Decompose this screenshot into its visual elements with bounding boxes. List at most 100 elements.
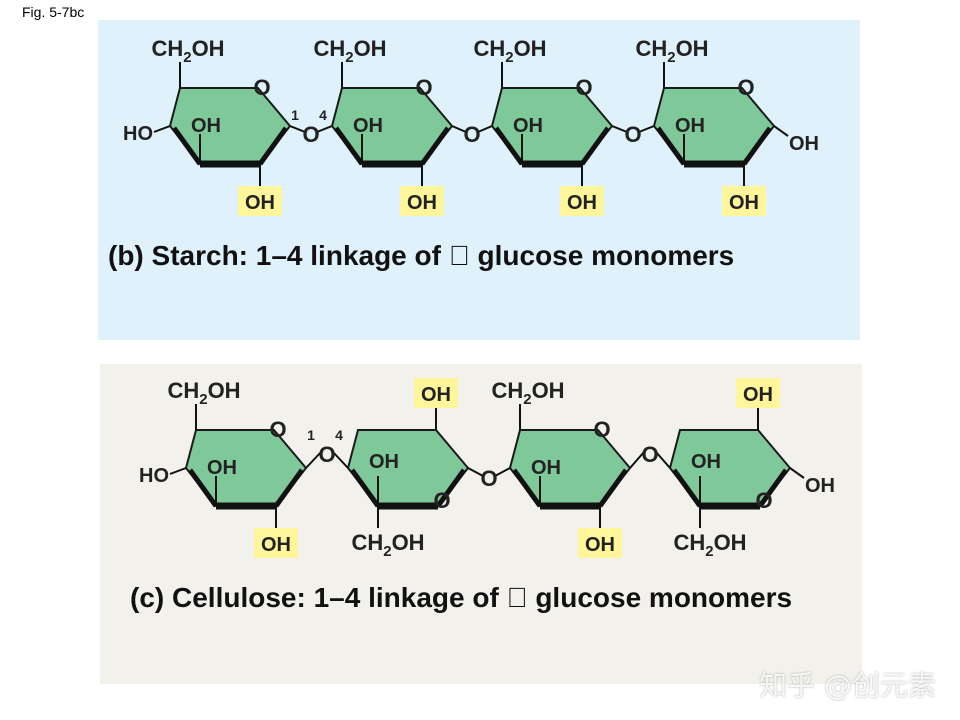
position-4-label: 4 [335,427,343,443]
position-1-label: 1 [307,427,315,443]
oh-highlight [578,528,622,558]
ring-oxygen: O [415,75,432,100]
bridge-oxygen: O [624,122,641,147]
ring-front-left [655,126,687,166]
c4-bond [153,125,171,133]
starch-caption: (b) Starch: 1–4 linkage of   glucose mon… [108,240,735,271]
oh-c2: OH [567,192,597,214]
oh-c2: OH [585,534,615,556]
figure-label: Fig. 5-7bc [22,4,85,20]
bridge-bond-left [467,467,484,477]
ch2oh-label: CH2OH [635,36,708,66]
oh-inner: OH [191,115,221,137]
oh-c2: OH [421,384,451,406]
bridge-bond-right [477,125,493,133]
ring-front-right [257,126,289,166]
oh-c2: OH [245,192,275,214]
bridge-oxygen: O [302,122,319,147]
bridge-oxygen: O [463,122,480,147]
oh-inner: OH [675,115,705,137]
oh-highlight [254,528,298,558]
ring-front-right [273,468,305,508]
oh-inner: OH [513,115,543,137]
ring-oxygen: O [737,75,754,100]
ring-front-left [187,468,219,508]
bridge-bond-left [629,451,645,469]
bridge-bond-right [638,125,655,133]
ring-oxygen: O [575,75,592,100]
bridge-oxygen: O [641,442,658,467]
glucose-ring [490,87,614,165]
ch2oh-label: CH2OH [491,378,564,408]
ring-front-right [579,126,611,166]
ring-front-right [757,468,789,508]
bridge-bond-right [655,451,671,469]
oh-inner: OH [353,115,383,137]
glucose-ring [168,87,292,165]
ring-front-left [349,468,381,508]
glucose-ring [652,87,776,165]
oh-inner: OH [691,451,721,473]
ring-front-right [597,468,629,508]
cellulose-caption: (c) Cellulose: 1–4 linkage of   glucose … [130,582,793,613]
ring-front-left [333,126,365,166]
ring-oxygen: O [755,488,772,513]
starch-ring-1: CH2OH O OH OH O [313,36,493,216]
oh-highlight [722,186,766,216]
oh-c2: OH [743,384,773,406]
oh-terminal: OH [789,133,819,155]
ch2oh-label: CH2OH [473,36,546,66]
ring-front-right [419,126,451,166]
oh-c2: OH [261,534,291,556]
ring-oxygen: O [253,75,270,100]
cellulose-ring-1: OH OH O CH2OH O [346,378,511,560]
ch2oh-label: CH2OH [351,530,424,560]
watermark: 知乎 @创元素 [759,669,936,702]
ch2oh-label: CH2OH [167,378,240,408]
bridge-bond-right [494,467,511,477]
starch-panel [98,20,860,340]
c1-bond [773,125,789,137]
oh-terminal: OH [805,475,835,497]
oh-inner: OH [531,457,561,479]
oh-c2: OH [407,192,437,214]
oh-inner: OH [369,451,399,473]
starch-ring-2: CH2OH O OH OH O [473,36,655,216]
bridge-bond-left [451,125,467,133]
oh-highlight [238,186,282,216]
starch-ring-3: CH2OH O OH OH OH [635,36,819,216]
position-1-label: 1 [291,107,299,123]
cellulose-panel [100,364,862,684]
oh-highlight [400,186,444,216]
ring-front-right [741,126,773,166]
bridge-bond-right [316,125,333,133]
bridge-bond-right [332,451,349,469]
glucose-ring [184,429,308,507]
bridge-oxygen: O [480,466,497,491]
glucose-ring [330,87,454,165]
cellulose-ring-2: CH2OH O OH OH O [491,378,671,558]
ring-front-left [511,468,543,508]
ho-terminal: HO [139,465,169,487]
ring-front-left [671,468,703,508]
oh-c2: OH [729,192,759,214]
bridge-oxygen: O [318,442,335,467]
bridge-bond-left [305,451,322,469]
ring-oxygen: O [593,417,610,442]
oh-highlight [736,378,780,408]
ring-oxygen: O [269,417,286,442]
oh-highlight [414,378,458,408]
bridge-bond-left [289,125,306,133]
ho-terminal: HO [123,123,153,145]
ring-oxygen: O [433,488,450,513]
ring-front-left [171,126,203,166]
position-4-label: 4 [319,107,327,123]
ch2oh-label: CH2OH [313,36,386,66]
ring-front-right [435,468,467,508]
